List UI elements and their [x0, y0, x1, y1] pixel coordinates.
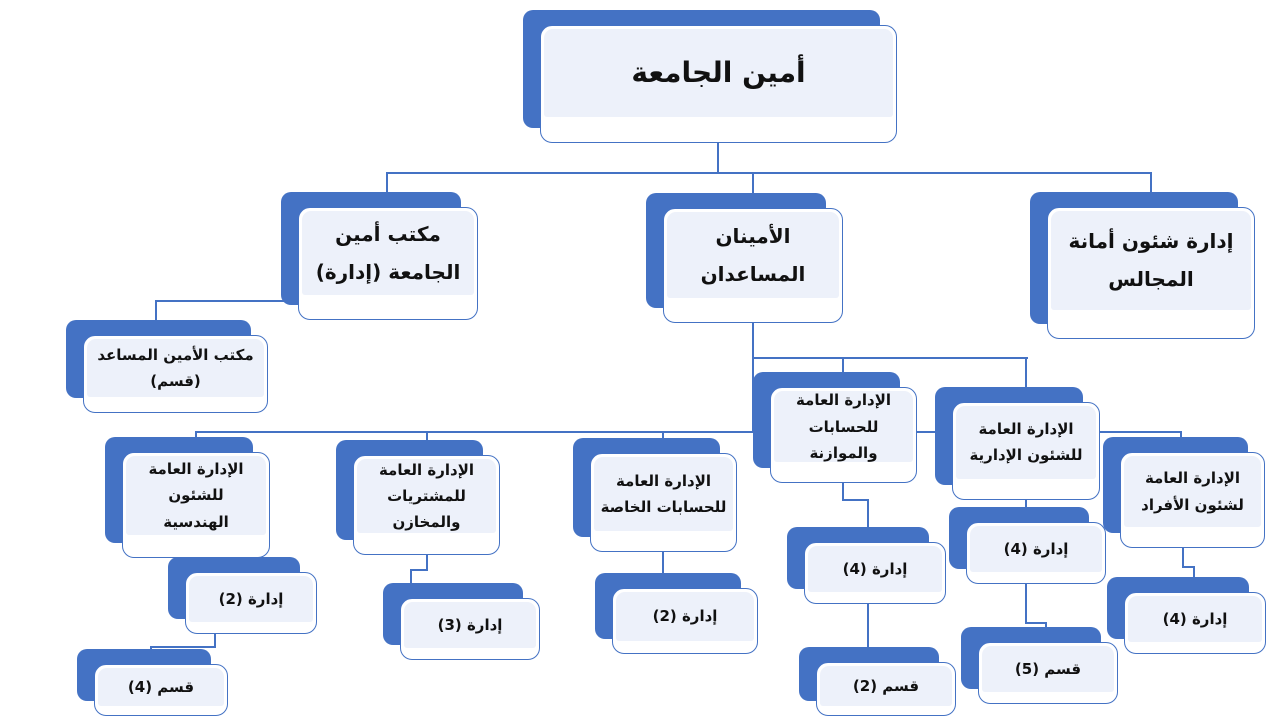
node-card: إدارة شئون أمانة المجالس [1047, 207, 1255, 339]
org-node-accounts-budget-label: الإدارة العامة للحسابات والموازنة [774, 391, 913, 463]
node-card: الإدارة العامة للمشتريات والمخازن [353, 455, 500, 555]
node-card: إدارة (3) [400, 598, 540, 660]
node-card: مكتب أمين الجامعة (إدارة) [298, 207, 478, 320]
node-card: مكتب الأمين المساعد (قسم) [83, 335, 268, 413]
connector-line [842, 499, 869, 501]
org-node-accounts-budget-departments: إدارة (4) [787, 527, 946, 604]
connector-line [1180, 431, 1182, 439]
org-node-administrative-sections: قسم (5) [961, 627, 1118, 704]
node-card: الإدارة العامة للحسابات والموازنة [770, 387, 917, 483]
org-node-purchases-warehouses-label: الإدارة العامة للمشتريات والمخازن [357, 459, 496, 534]
node-card: إدارة (4) [966, 522, 1106, 584]
connector-line [752, 357, 1028, 359]
org-node-engineering-sections-label: قسم (4) [98, 668, 224, 706]
connector-line [150, 646, 216, 648]
connector-line [1182, 566, 1195, 568]
connector-line [1025, 500, 1027, 508]
connector-line [1150, 172, 1152, 193]
connector-line [752, 172, 754, 194]
org-node-special-accounts: الإدارة العامة للحسابات الخاصة [573, 438, 737, 552]
connector-line [387, 172, 1152, 174]
connector-line [426, 431, 428, 441]
node-card: إدارة (2) [612, 588, 758, 654]
connector-line [867, 604, 869, 648]
org-node-administrative-departments: إدارة (4) [949, 507, 1106, 584]
connector-line [842, 357, 844, 373]
node-card: إدارة (4) [804, 542, 946, 604]
node-card: إدارة (2) [185, 572, 317, 634]
org-node-special-accounts-departments-label: إدارة (2) [616, 592, 754, 641]
org-node-accounts-budget-sections: قسم (2) [799, 647, 956, 716]
connector-line [1025, 622, 1047, 624]
org-node-personnel-departments: إدارة (4) [1107, 577, 1266, 654]
org-node-councils-affairs: إدارة شئون أمانة المجالس [1030, 192, 1255, 339]
org-node-administrative-departments-label: إدارة (4) [970, 526, 1102, 572]
org-node-special-accounts-label: الإدارة العامة للحسابات الخاصة [594, 457, 733, 531]
org-node-accounts-budget-departments-label: إدارة (4) [808, 546, 942, 592]
node-card: قسم (5) [978, 642, 1118, 704]
org-node-engineering-affairs-label: الإدارة العامة للشئون الهندسية [126, 456, 266, 536]
connector-line [1025, 357, 1027, 388]
connector-line [1182, 548, 1184, 567]
connector-line [867, 499, 869, 528]
connector-line [426, 555, 428, 570]
connector-line [155, 300, 300, 302]
node-card: الإدارة العامة للحسابات الخاصة [590, 453, 737, 552]
node-card: الأمينان المساعدان [663, 208, 843, 323]
org-node-accounts-budget: الإدارة العامة للحسابات والموازنة [753, 372, 917, 483]
org-node-assistant-secretaries-label: الأمينان المساعدان [667, 212, 839, 298]
org-node-engineering-sections: قسم (4) [77, 649, 228, 716]
connector-line [1025, 584, 1027, 624]
org-node-purchases-departments: إدارة (3) [383, 583, 540, 660]
org-node-personnel-departments-label: إدارة (4) [1128, 596, 1262, 642]
org-node-councils-affairs-label: إدارة شئون أمانة المجالس [1051, 211, 1251, 310]
node-card: الإدارة العامة لشئون الأفراد [1120, 452, 1265, 548]
connector-line [195, 431, 1182, 433]
org-node-personnel-affairs-label: الإدارة العامة لشئون الأفراد [1124, 456, 1261, 528]
node-card: الإدارة العامة للشئون الإدارية [952, 402, 1100, 500]
org-node-administrative-affairs-label: الإدارة العامة للشئون الإدارية [956, 406, 1096, 479]
org-node-purchases-warehouses: الإدارة العامة للمشتريات والمخازن [336, 440, 500, 555]
org-node-engineering-affairs: الإدارة العامة للشئون الهندسية [105, 437, 270, 558]
org-node-secretary-office: مكتب أمين الجامعة (إدارة) [281, 192, 478, 320]
org-node-accounts-budget-sections-label: قسم (2) [820, 666, 952, 706]
org-node-engineering-departments-label: إدارة (2) [189, 576, 313, 622]
node-card: قسم (4) [94, 664, 228, 716]
org-node-assistant-secretary-office: مكتب الأمين المساعد (قسم) [66, 320, 268, 413]
connector-line [410, 569, 428, 571]
node-card: قسم (2) [816, 662, 956, 716]
connector-line [662, 552, 664, 574]
org-node-university-secretary-label: أمين الجامعة [544, 29, 893, 118]
connector-line [1045, 622, 1047, 628]
connector-line [386, 172, 388, 193]
connector-line [214, 634, 216, 647]
org-node-engineering-departments: إدارة (2) [168, 557, 317, 634]
connector-line [155, 300, 157, 321]
node-card: أمين الجامعة [540, 25, 897, 143]
org-node-university-secretary: أمين الجامعة [523, 10, 897, 143]
connector-line [195, 431, 197, 438]
org-node-personnel-affairs: الإدارة العامة لشئون الأفراد [1103, 437, 1265, 548]
connector-line [1193, 566, 1195, 578]
node-card: الإدارة العامة للشئون الهندسية [122, 452, 270, 558]
org-node-administrative-affairs: الإدارة العامة للشئون الإدارية [935, 387, 1100, 500]
org-node-assistant-secretaries: الأمينان المساعدان [646, 193, 843, 323]
org-node-special-accounts-departments: إدارة (2) [595, 573, 758, 654]
connector-line [717, 143, 719, 173]
node-card: إدارة (4) [1124, 592, 1266, 654]
connector-line [150, 646, 152, 651]
org-node-administrative-sections-label: قسم (5) [982, 646, 1114, 692]
connector-line [662, 431, 664, 439]
connector-line [410, 569, 412, 584]
org-node-purchases-departments-label: إدارة (3) [404, 602, 536, 648]
org-node-secretary-office-label: مكتب أمين الجامعة (إدارة) [302, 211, 474, 296]
org-node-assistant-secretary-office-label: مكتب الأمين المساعد (قسم) [87, 339, 264, 397]
connector-line [842, 483, 844, 500]
